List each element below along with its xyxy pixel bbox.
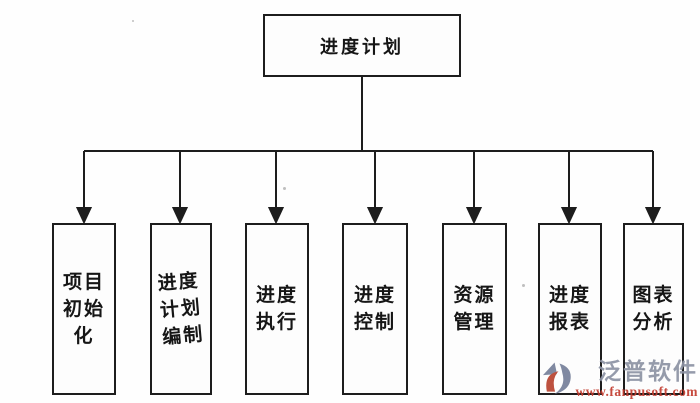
node-resource-management: 资源 管理 bbox=[442, 223, 507, 395]
node-schedule-execution: 进度 执行 bbox=[245, 223, 309, 395]
scan-speck bbox=[132, 20, 134, 22]
node-label: 进度 执行 bbox=[255, 285, 298, 333]
node-schedule-plan-compilation: 进度 计划 编制 bbox=[150, 223, 212, 395]
node-label: 资源 管理 bbox=[453, 285, 496, 333]
node-label: 进度 报表 bbox=[548, 285, 591, 333]
scan-speck bbox=[283, 187, 286, 190]
node-label: 进度 计划 编制 bbox=[156, 269, 206, 349]
scan-speck bbox=[522, 284, 525, 287]
node-project-initialization: 项目 初始 化 bbox=[52, 223, 116, 395]
node-schedule-control: 进度 控制 bbox=[342, 223, 408, 395]
node-label: 项目 初始 化 bbox=[62, 271, 105, 347]
node-label: 进度计划 bbox=[320, 36, 404, 57]
node-label: 进度 控制 bbox=[353, 285, 396, 333]
node-schedule-report: 进度 报表 bbox=[538, 223, 602, 395]
watermark-url: www.fanpusoft.com bbox=[575, 384, 698, 399]
node-chart-analysis: 图表 分析 bbox=[623, 223, 684, 395]
fanpu-logo-icon bbox=[543, 362, 572, 394]
node-schedule-plan: 进度计划 bbox=[263, 14, 461, 77]
watermark: 泛普软件 www.fanpusoft.com bbox=[542, 358, 698, 399]
watermark-brand: 泛普软件 bbox=[598, 358, 698, 384]
node-label: 图表 分析 bbox=[632, 285, 675, 333]
